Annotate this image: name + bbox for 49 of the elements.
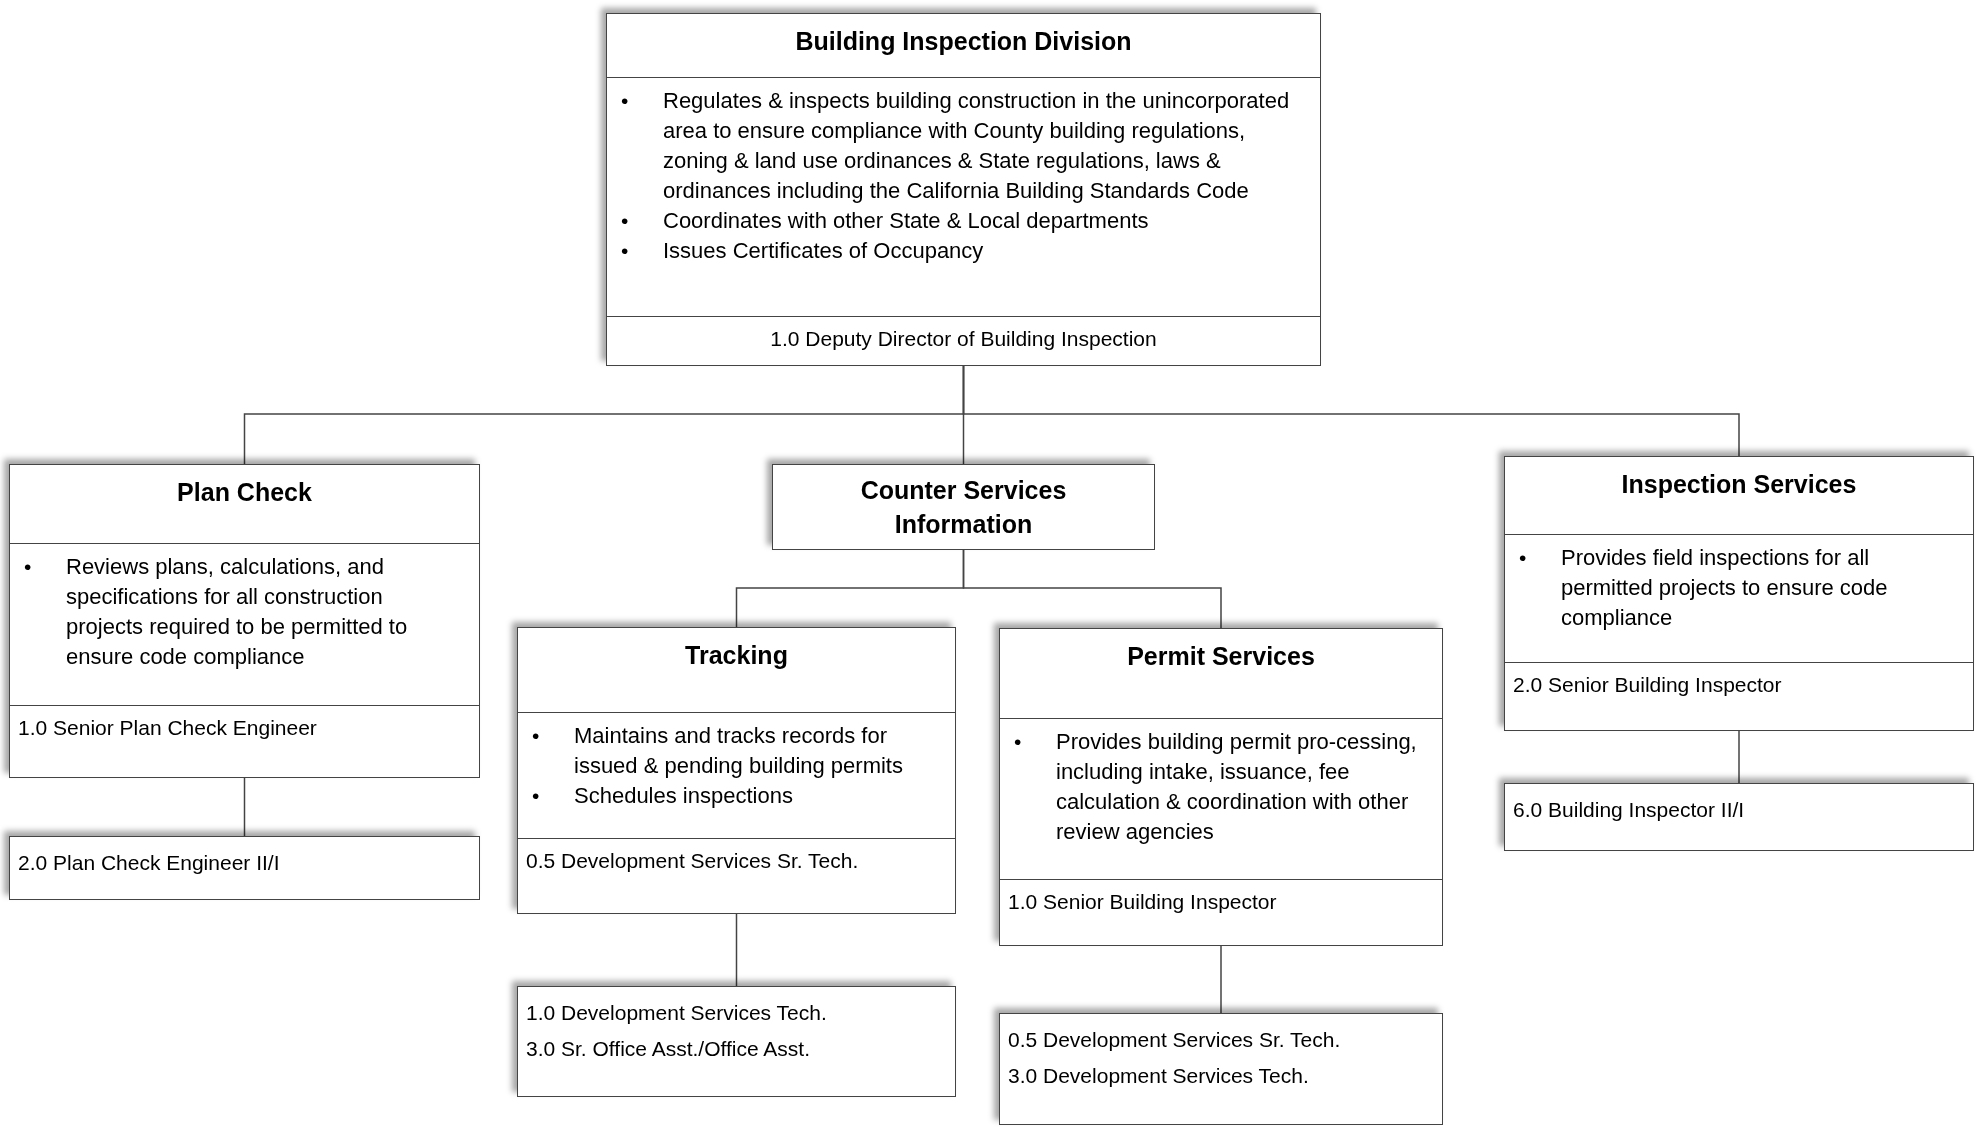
bullet-marker: • (621, 208, 630, 234)
unit-title: Permit Services (1127, 641, 1315, 671)
bullet-text: Provides building permit pro-cessing, including intake, issuance, fee calculation & coordination with other review agencies (1056, 728, 1418, 846)
staff-position: 2.0 Senior Building Inspector (1513, 672, 1783, 698)
unit-title: Plan Check (177, 477, 312, 507)
staff-box (1504, 783, 1974, 851)
staff-box (999, 1013, 1443, 1125)
connector-line (1738, 730, 1740, 784)
connector-line (1220, 945, 1222, 1014)
staff-position: 3.0 Sr. Office Asst./Office Asst. (526, 1036, 811, 1062)
staff-position: 6.0 Building Inspector II/I (1513, 797, 1746, 823)
bullet-text: Coordinates with other State & Local departments (663, 207, 1149, 235)
staff-position: 3.0 Development Services Tech. (1008, 1063, 1310, 1089)
unit-title: Building Inspection Division (795, 26, 1132, 56)
staff-position: 0.5 Development Services Sr. Tech. (1008, 1027, 1342, 1053)
bullet-text: Schedules inspections (574, 782, 793, 810)
org-unit-box (772, 464, 1155, 550)
staff-position: 1.0 Senior Plan Check Engineer (18, 715, 318, 741)
connector-line (962, 549, 1222, 629)
unit-title: Counter Services Information (859, 475, 1068, 540)
bullet-marker: • (1014, 729, 1023, 755)
bullet-marker: • (532, 783, 541, 809)
bullet-marker: • (621, 88, 630, 114)
staff-position: 1.0 Senior Building Inspector (1008, 889, 1278, 915)
org-unit-box (9, 464, 480, 778)
bullet-text: Provides field inspections for all permitted projects to ensure code compliance (1561, 544, 1889, 632)
staff-box (9, 836, 480, 900)
staff-position: 1.0 Development Services Tech. (526, 1000, 828, 1026)
bullet-marker: • (532, 723, 541, 749)
bullet-text: Issues Certificates of Occupancy (663, 237, 984, 265)
bullet-text: Reviews plans, calculations, and specifications for all construction projects required to be permitted to ensure code compliance (66, 553, 409, 671)
unit-title: Inspection Services (1621, 469, 1857, 499)
staff-position: 0.5 Development Services Sr. Tech. (526, 848, 860, 874)
org-unit-box (999, 628, 1443, 946)
staff-position: 2.0 Plan Check Engineer II/I (18, 850, 281, 876)
bullet-marker: • (1519, 545, 1528, 571)
connector-line (243, 777, 246, 837)
bullet-text: Regulates & inspects building construction in the unincorporated area to ensure compliance with County building regulations, zoning & land use ordinances & State regulations, laws & ordinances including the California Building Standards Code (663, 87, 1291, 205)
connector-line (735, 913, 738, 987)
staff-box (517, 986, 956, 1097)
staff-position: 1.0 Deputy Director of Building Inspection (769, 326, 1158, 352)
org-unit-box (517, 627, 956, 914)
unit-title: Tracking (685, 640, 788, 670)
bullet-marker: • (621, 238, 630, 264)
org-unit-box (606, 13, 1321, 366)
org-unit-box (1504, 456, 1974, 731)
bullet-text: Maintains and tracks records for issued & pending building permits (574, 722, 904, 780)
bullet-marker: • (24, 554, 33, 580)
connector-line (962, 365, 1740, 457)
